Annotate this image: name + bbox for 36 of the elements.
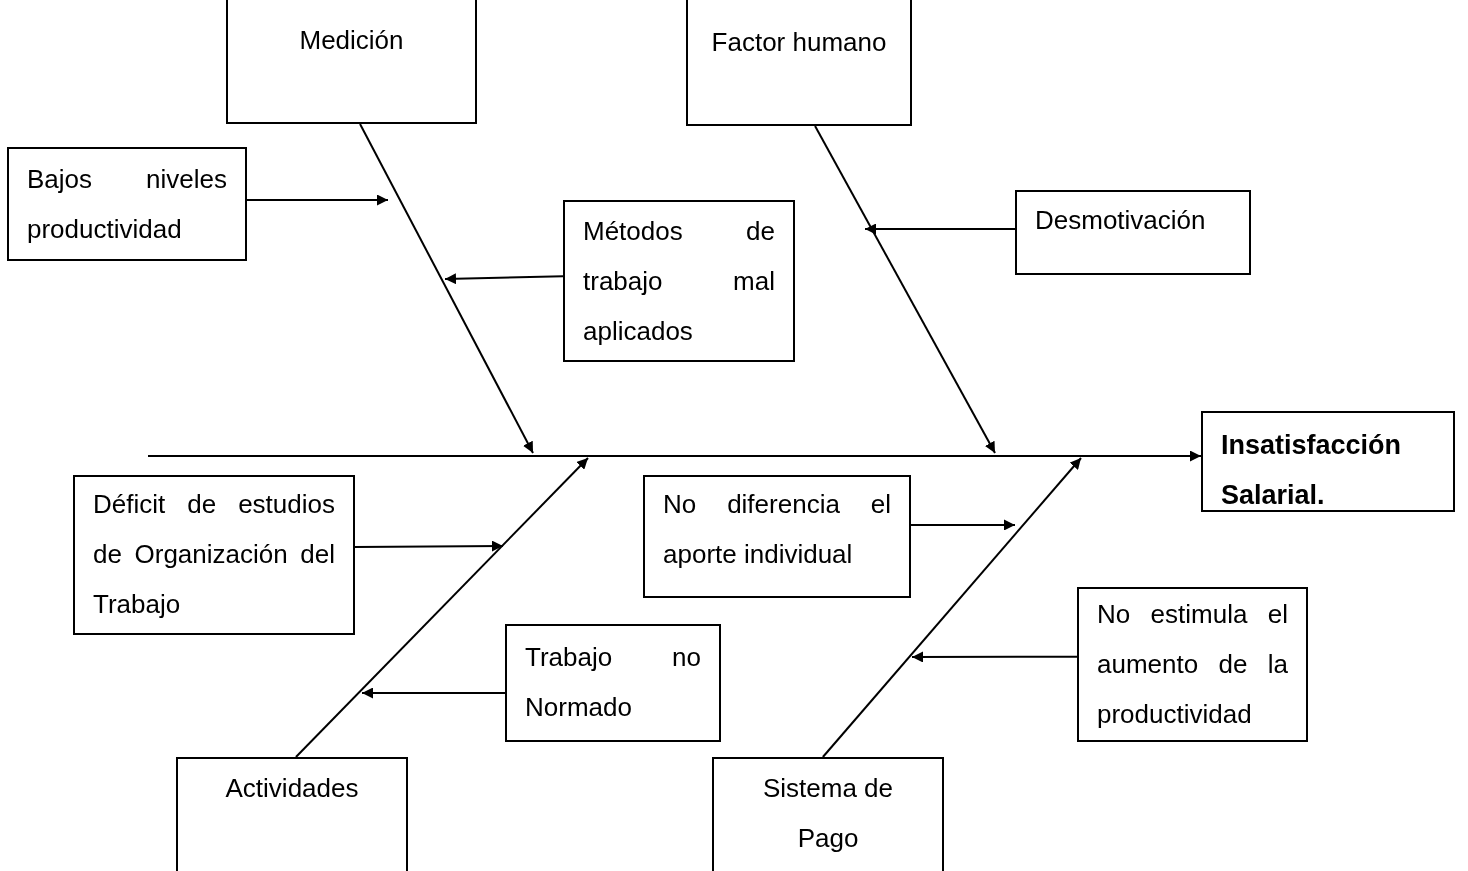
cause-box	[226, 0, 477, 124]
arrow	[821, 457, 1082, 758]
cause-box	[563, 200, 795, 362]
cause-text: Sistema de Pago	[761, 772, 895, 855]
cause-text: Trabajo no Normado	[525, 641, 701, 724]
cause-text: Desmotivación	[1035, 204, 1207, 237]
arrow	[294, 457, 589, 758]
cause-box	[73, 475, 355, 635]
cause-text: Déficit de estudios de Organización del Trabajo	[93, 488, 335, 621]
arrow	[147, 450, 1202, 462]
cause-text: Medición	[298, 24, 405, 57]
cause-box	[1015, 190, 1251, 275]
arrow	[361, 687, 506, 699]
cause-box	[1077, 587, 1308, 742]
arrow	[354, 540, 504, 552]
arrow	[359, 123, 534, 454]
cause-box	[176, 757, 408, 871]
cause-text: Actividades	[224, 772, 360, 805]
arrow	[864, 223, 1016, 235]
cause-box	[712, 757, 944, 871]
arrow	[911, 651, 1078, 663]
arrow	[246, 194, 389, 206]
cause-text: No diferencia el aporte individual	[663, 488, 891, 571]
cause-text: Factor humano	[710, 26, 888, 59]
cause-box	[505, 624, 721, 742]
cause-text: No estimula el aumento de la productividad	[1097, 598, 1288, 731]
cause-box	[686, 0, 912, 126]
arrow	[814, 125, 996, 454]
cause-text: Insatisfacción Salarial.	[1221, 429, 1403, 512]
cause-text: Bajos niveles productividad	[27, 163, 227, 246]
cause-box	[643, 475, 911, 598]
arrow	[444, 273, 564, 285]
arrow	[910, 519, 1016, 531]
cause-box	[7, 147, 247, 261]
cause-text: Métodos de trabajo mal aplicados	[583, 215, 775, 348]
cause-box	[1201, 411, 1455, 512]
